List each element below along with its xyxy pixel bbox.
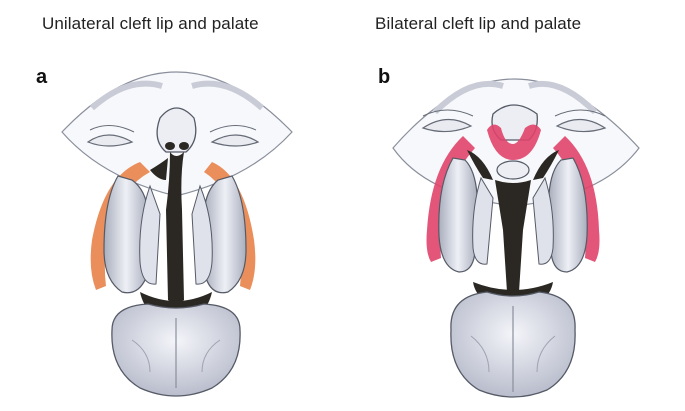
nose — [156, 107, 197, 153]
palatal-shelf-right — [548, 157, 588, 273]
palatal-shelf-right — [203, 175, 247, 294]
inner-shelf-right — [532, 176, 554, 265]
unilateral-cleft-illustration — [61, 71, 293, 397]
panel-unilateral: Unilateral cleft lip and palate a — [0, 0, 342, 411]
inner-shelf-left — [139, 184, 161, 285]
forehead-fold — [191, 80, 264, 111]
panel-bilateral: Bilateral cleft lip and palate b — [343, 0, 685, 411]
inner-shelf-left — [472, 176, 494, 265]
panel-letter: b — [378, 66, 391, 88]
cleft-margin-right — [553, 136, 600, 262]
panel-title: Unilateral cleft lip and palate — [42, 14, 259, 33]
eye-right — [555, 118, 607, 133]
premaxilla — [496, 160, 530, 180]
nostril-right — [179, 142, 189, 150]
bilateral-cleft-illustration — [392, 78, 640, 398]
cleft-gap — [495, 180, 531, 294]
panel-letter: a — [36, 66, 48, 88]
nostril-left — [165, 142, 175, 150]
eye-left — [421, 118, 473, 133]
palatal-shelf-left — [103, 175, 149, 294]
premaxilla-margin — [487, 124, 541, 160]
palatal-shelf-left — [438, 157, 478, 273]
panel-title: Bilateral cleft lip and palate — [375, 14, 582, 33]
forehead-fold — [90, 80, 163, 111]
inner-shelf-right — [191, 184, 213, 285]
eye-right — [210, 134, 260, 147]
eye-left — [86, 134, 134, 147]
cleft-gap — [166, 152, 184, 303]
